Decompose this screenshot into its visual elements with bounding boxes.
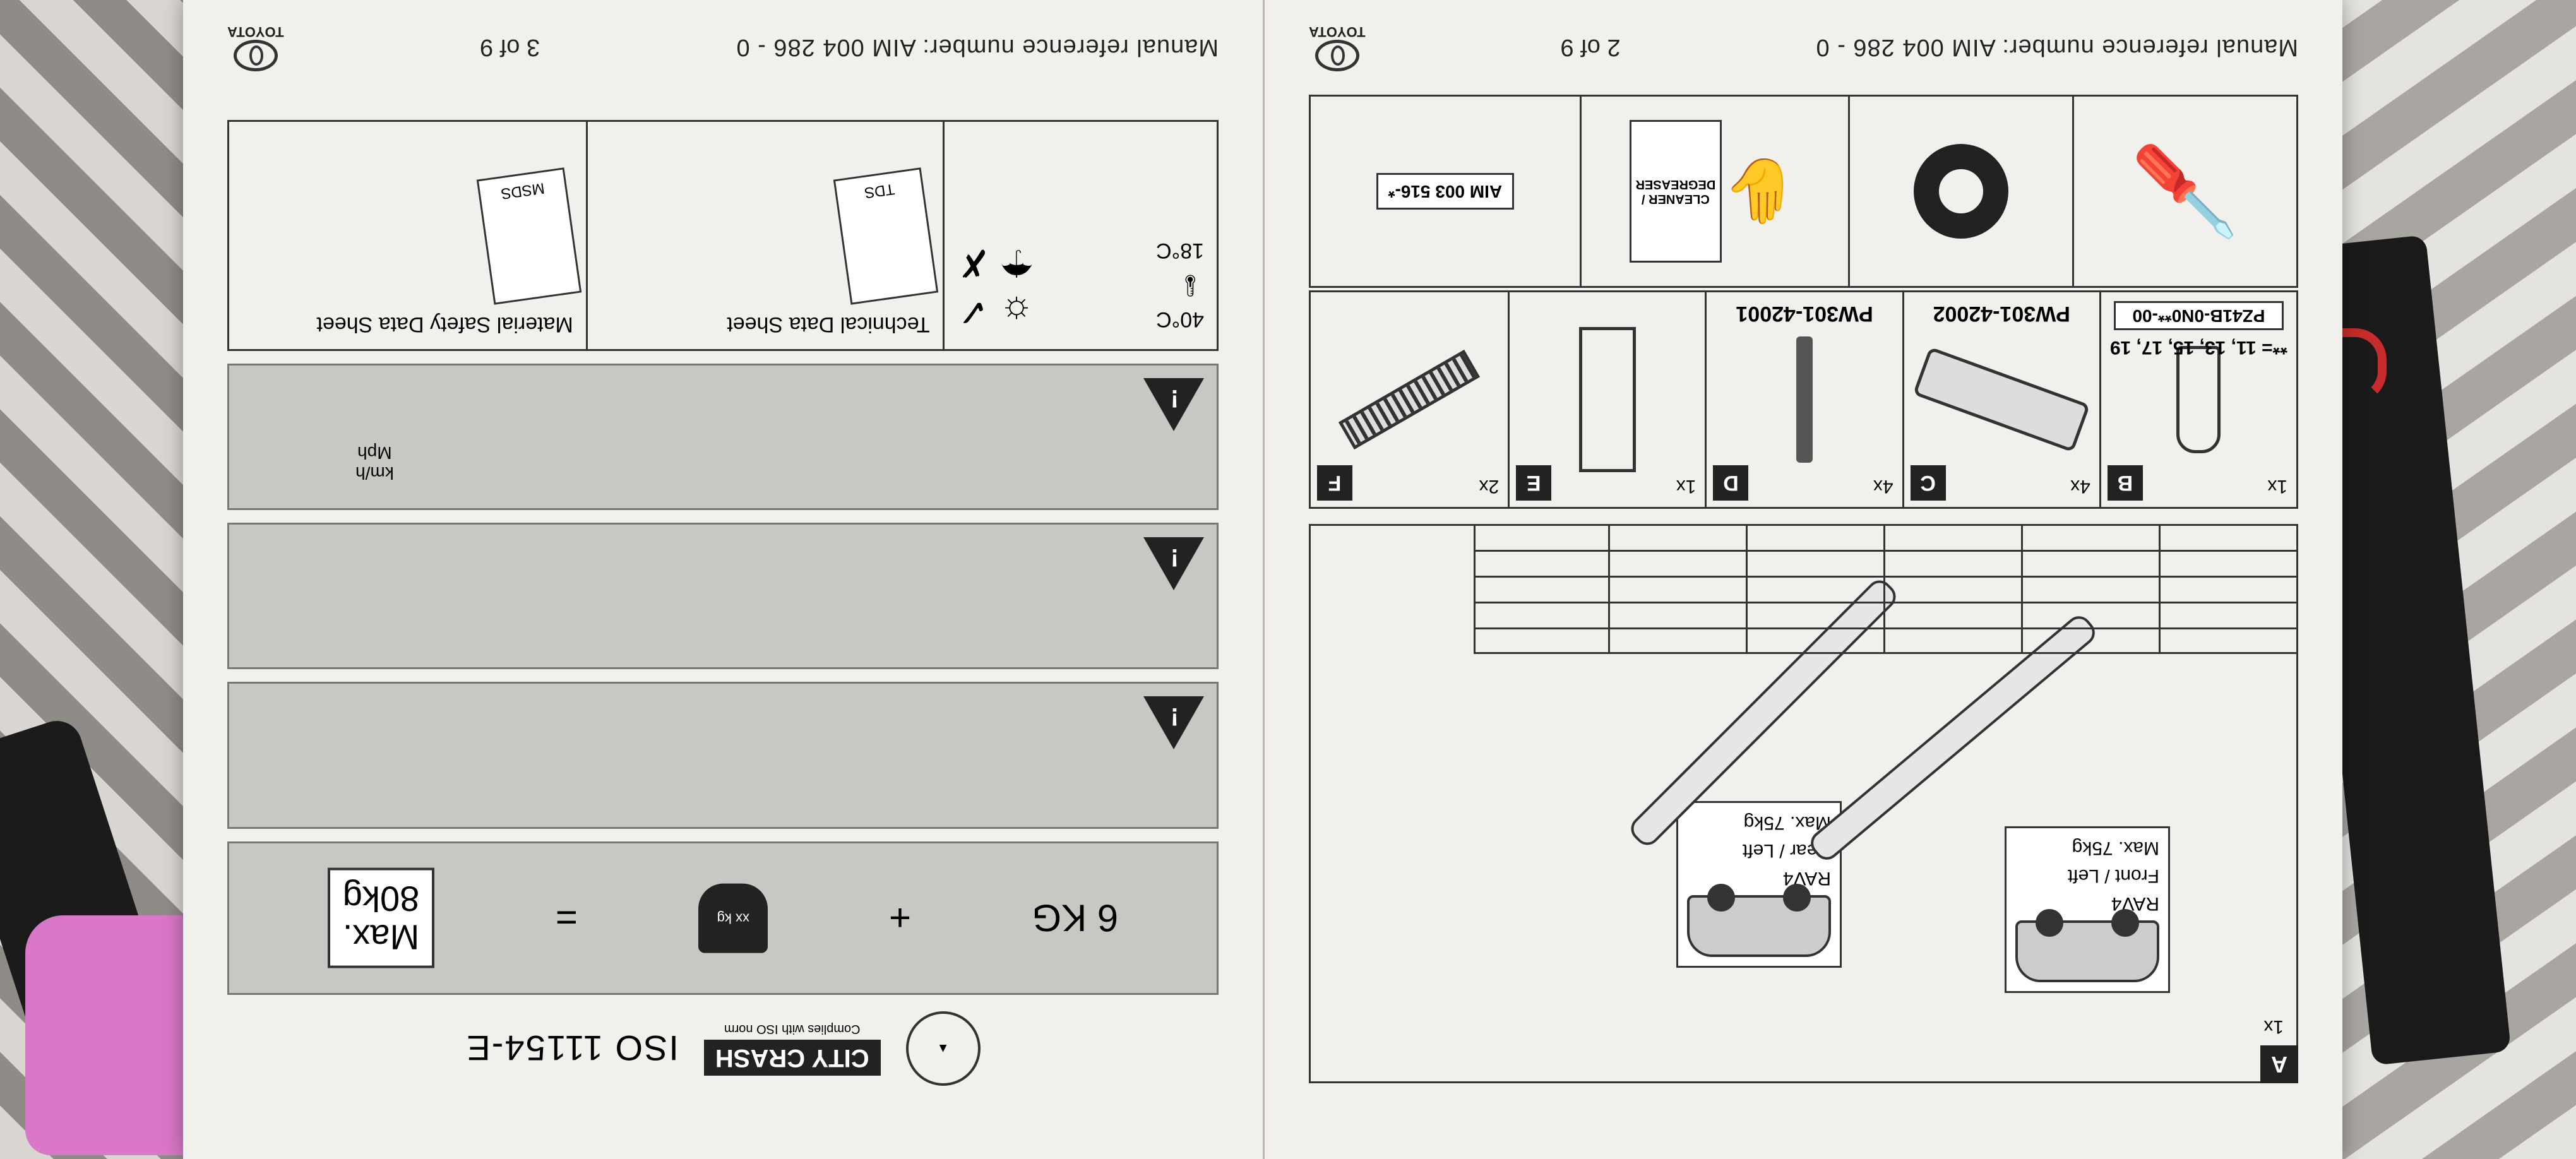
screwdriver-cell: 🪛 — [2072, 97, 2296, 286]
part-badge: E — [1516, 465, 1552, 501]
part-a-cell: B 1x **= 11, 13, 15, 17, 19 PZ41B-0N0**-… — [2099, 292, 2296, 507]
certification-row: ▲ CITY CRASH Complies with ISO norm ISO … — [227, 1007, 1219, 1090]
warning-icon — [1143, 378, 1204, 431]
tds-document-icon: TDS — [833, 167, 938, 305]
part-d-cell: D 4x PW301-42001 — [1705, 292, 1902, 507]
aim-cell: AIM 003 516-* — [1311, 97, 1580, 286]
measuring-gauge-icon — [1578, 327, 1636, 472]
page-footer: Manual reference number: AIM 004 286 - 0… — [1309, 23, 2298, 71]
screwdriver-icon: 🪛 — [2130, 143, 2241, 242]
callout-max-load: Max. 75kg — [1743, 812, 1831, 833]
datasheet-row: 40°C 🌡 18°C ☼ ✓☂ ✗ Technical Data Sheet … — [227, 120, 1219, 351]
part-code: PZ41B-0N0**-00 — [2113, 301, 2284, 330]
part-qty: 1x — [2267, 476, 2287, 497]
city-crash-badge: CITY CRASH — [703, 1040, 881, 1076]
page-number: 2 of 9 — [1560, 34, 1621, 61]
msds-document-icon: MSDS — [476, 167, 582, 305]
part-code: PW301-42001 — [1736, 302, 1873, 326]
equals-sign: = — [555, 896, 578, 939]
callout-position: Front / Left — [2067, 865, 2159, 886]
part-qty: 4x — [2070, 476, 2090, 497]
toyota-emblem-icon — [233, 40, 278, 71]
page-number: 3 of 9 — [480, 34, 540, 61]
manual-reading-panel — [227, 682, 1219, 829]
conditions-cell: 40°C 🌡 18°C ☼ ✓☂ ✗ — [942, 122, 1217, 349]
warning-panels: 6 KG + xx kg = Max. 80kg km — [227, 364, 1219, 995]
page-footer: Manual reference number: AIM 004 286 - 0… — [227, 23, 1219, 71]
cleaner-cell: ✋ CLEANER / DEGREASER — [1579, 97, 1849, 286]
section-a-qty: 1x — [2263, 1016, 2284, 1037]
msds-cell: Material Safety Data Sheet MSDS — [229, 122, 586, 349]
iso-standard: ISO 11154-E — [465, 1028, 679, 1069]
foot-pad-icon — [1912, 347, 2090, 453]
plus-sign: + — [888, 896, 911, 939]
key-icon — [2176, 346, 2221, 453]
weather-icons: ☼ ✓☂ ✗ — [957, 242, 1034, 333]
parts-list: B 1x **= 11, 13, 15, 17, 19 PZ41B-0N0**-… — [1309, 290, 2298, 509]
hand-cloth-icon: ✋ — [1721, 156, 1801, 227]
warning-icon — [1143, 537, 1204, 591]
callout-rear-left: RAV4 Rear / Left Max. 75kg — [1676, 801, 1842, 968]
toyota-emblem-icon — [1315, 40, 1359, 71]
car-icon — [2015, 920, 2159, 982]
part-badge: B — [2107, 465, 2143, 501]
aim-reference: AIM 003 516-* — [1376, 173, 1515, 210]
certification-seal-icon: ▲ — [905, 1011, 981, 1086]
part-e-cell: E 1x — [1508, 292, 1705, 507]
part-badge: D — [1713, 465, 1749, 501]
cleaner-bottle: CLEANER / DEGREASER — [1629, 120, 1722, 263]
luggage-icon: xx kg — [698, 883, 768, 953]
part-badge: F — [1317, 465, 1352, 501]
max-load-box: Max. 80kg — [327, 867, 435, 968]
speed-panel: km/h Mph — [227, 364, 1219, 511]
instruction-sheet: A 1x RAV4 Front / Left Max. 75kg RAV4 Re… — [183, 0, 2342, 1159]
toyota-logo: TOYOTA — [227, 23, 284, 71]
roof-load-panel — [227, 523, 1219, 670]
fitting-table — [1474, 526, 2296, 654]
part-qty: 2x — [1479, 476, 1500, 497]
strap-icon — [1339, 349, 1481, 450]
part-note: **= 11, 13, 15, 17, 19 — [2109, 337, 2287, 358]
tds-title: Technical Data Sheet — [727, 312, 930, 336]
cert-subtitle: Complies with ISO norm — [724, 1022, 861, 1036]
speed-unit-mph: Mph — [357, 443, 392, 463]
section-a-badge: A — [2260, 1045, 2298, 1083]
msds-title: Material Safety Data Sheet — [316, 312, 573, 336]
weight-panel: 6 KG + xx kg = Max. 80kg — [227, 841, 1219, 995]
part-badge: C — [1910, 465, 1946, 501]
tape-icon — [1914, 144, 2009, 239]
page-2: A 1x RAV4 Front / Left Max. 75kg RAV4 Re… — [1263, 0, 2342, 1159]
warning-icon — [1143, 696, 1204, 750]
bolt-icon — [1796, 336, 1813, 463]
tds-cell: Technical Data Sheet TDS — [585, 122, 943, 349]
part-code: PW301-42002 — [1933, 302, 2070, 326]
part-f-cell: F 2x — [1311, 292, 1508, 507]
speed-unit-kmh: km/h — [355, 463, 394, 484]
tape-cell — [1848, 97, 2073, 286]
manual-reference: Manual reference number: AIM 004 286 - 0 — [1815, 34, 2298, 61]
page-3: ▲ CITY CRASH Complies with ISO norm ISO … — [183, 0, 1263, 1159]
part-c-cell: C 4x PW301-42002 — [1902, 292, 2099, 507]
callout-max-load: Max. 75kg — [2072, 838, 2159, 859]
car-icon — [1687, 895, 1831, 957]
part-qty: 4x — [1873, 476, 1893, 497]
tools-list: 🪛 ✋ CLEANER / DEGREASER AIM 003 516-* — [1309, 95, 2298, 288]
part-qty: 1x — [1676, 476, 1696, 497]
callout-front-left: RAV4 Front / Left Max. 75kg — [2005, 826, 2170, 993]
installation-diagram: A 1x RAV4 Front / Left Max. 75kg RAV4 Re… — [1309, 524, 2298, 1083]
rack-weight: 6 KG — [1032, 896, 1119, 939]
manual-reference: Manual reference number: AIM 004 286 - 0 — [736, 34, 1219, 61]
toyota-logo: TOYOTA — [1309, 23, 1366, 71]
